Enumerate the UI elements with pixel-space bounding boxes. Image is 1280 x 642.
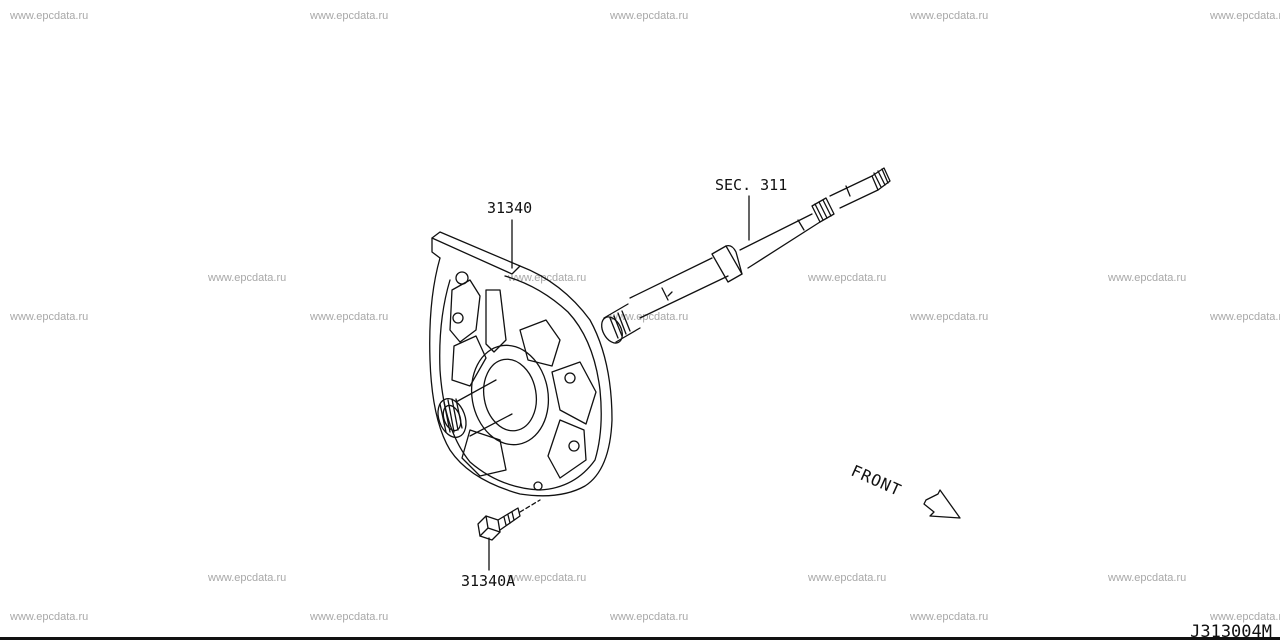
pump-housing-outline [429,257,613,497]
watermark: www.epcdata.ru [610,611,689,623]
watermark: www.epcdata.ru [310,311,389,323]
watermark: www.epcdata.ru [610,311,689,323]
leader-lines [488,195,750,571]
bolt-31340A [477,499,541,541]
pump-bolt-hole [452,312,464,324]
watermark: www.epcdata.ru [610,10,689,22]
watermark: www.epcdata.ru [310,611,389,623]
watermark: www.epcdata.ru [910,611,989,623]
input-shaft [601,167,891,344]
watermark: www.epcdata.ru [1108,572,1187,584]
pump-center-bore [470,344,550,446]
pump-bolt-hole [455,271,469,285]
shaft-gear [811,197,835,223]
watermark: www.epcdata.ru [1108,272,1187,284]
pump-bolt-hole [533,481,543,491]
stator-shaft [455,379,513,437]
watermark: www.epcdata.ru [508,572,587,584]
watermark: www.epcdata.ru [508,272,587,284]
shaft-rear-spline [871,167,891,191]
callout-bolt: 31340A [461,572,516,590]
watermark: www.epcdata.ru [808,272,887,284]
watermark: www.epcdata.ru [310,10,389,22]
watermark: www.epcdata.ru [808,572,887,584]
watermark: www.epcdata.ru [208,272,287,284]
callout-shaft-section: SEC. 311 [715,176,788,194]
callout-pump: 31340 [487,199,533,217]
watermark: www.epcdata.ru [208,572,287,584]
pump-bolt-hole [564,372,576,384]
watermark: www.epcdata.ru [10,311,89,323]
watermark: www.epcdata.ru [910,311,989,323]
shaft-front-spline [601,316,623,344]
watermark: www.epcdata.ru [10,611,89,623]
pump-bolt-hole [568,440,580,452]
pump-front-spline [437,398,467,438]
bottom-border [0,637,1280,640]
front-arrow-icon [923,489,961,519]
oil-pump-assembly [429,231,613,497]
pump-flange-tab [431,231,521,275]
watermark: www.epcdata.ru [910,10,989,22]
watermark: www.epcdata.ru [10,10,89,22]
watermark: www.epcdata.ru [1210,611,1280,623]
watermark: www.epcdata.ru [1210,311,1280,323]
watermark: www.epcdata.ru [1210,10,1280,22]
